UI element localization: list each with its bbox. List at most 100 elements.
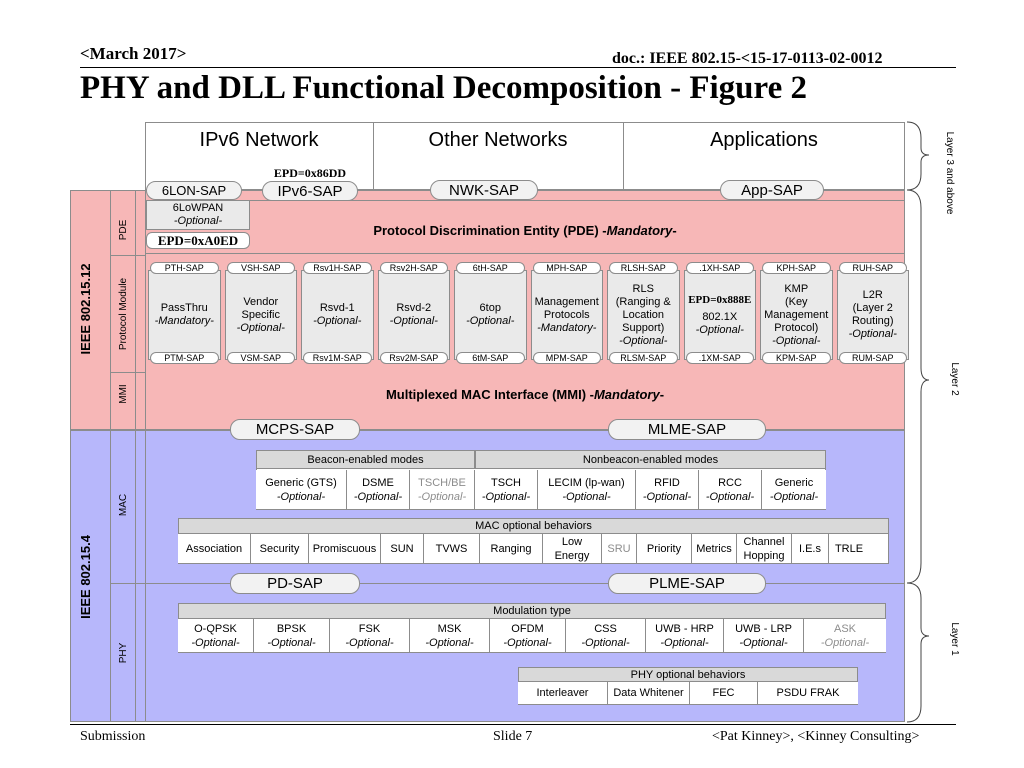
module-label-line: Protocol) bbox=[774, 321, 819, 334]
module-label-line: Management bbox=[534, 295, 599, 308]
mmi-mandatory: Mandatory bbox=[593, 386, 660, 402]
module-bottom-sap: Rsv2M-SAP bbox=[379, 352, 448, 364]
ieee-802-15-12-label: IEEE 802.15.12 bbox=[77, 263, 93, 355]
mode-name: LECIM (lp-wan) bbox=[548, 476, 625, 489]
modulation-name: O-QPSK bbox=[194, 622, 237, 635]
module-label-line: Routing) bbox=[851, 315, 894, 327]
modulation-optional: -Optional- bbox=[660, 636, 709, 649]
module-bottom-sap: PTM-SAP bbox=[150, 352, 219, 364]
pde-side-label: PDE bbox=[117, 219, 129, 241]
modulation-optional: -Optional- bbox=[581, 636, 630, 649]
module-optional-label: -Optional- bbox=[695, 323, 744, 336]
epd-pde-badge: EPD=0xA0ED bbox=[146, 232, 250, 249]
module-top-sap: Rsv2H-SAP bbox=[379, 262, 448, 274]
app-sap: App-SAP bbox=[720, 180, 824, 200]
pde-box bbox=[146, 200, 904, 254]
modulation-name: UWB - HRP bbox=[655, 622, 714, 635]
divider bbox=[373, 122, 374, 190]
footer-slide-number: Slide 7 bbox=[493, 729, 533, 744]
phy-behavior-cell: FEC bbox=[690, 682, 758, 704]
mode-cell: RFID-Optional- bbox=[636, 470, 699, 509]
module-bottom-sap: VSM-SAP bbox=[226, 352, 295, 364]
divider bbox=[110, 190, 111, 722]
mac-behavior-label: SUN bbox=[390, 542, 414, 555]
module-optional-label: -Mandatory- bbox=[537, 321, 597, 334]
phy-behavior-cell: PSDU FRAK bbox=[758, 682, 858, 704]
mac-behavior-label: Low Energy bbox=[554, 535, 590, 562]
module-top-sap: 6tH-SAP bbox=[456, 262, 525, 274]
module-label-line: Specific bbox=[241, 308, 281, 321]
modulation-name: ASK bbox=[833, 622, 856, 635]
module-bottom-sap: RLSM-SAP bbox=[609, 352, 678, 364]
mac-behavior-cell: Security bbox=[251, 534, 309, 563]
module-bottom-sap: 6tM-SAP bbox=[456, 352, 525, 364]
layer3-label: Layer 3 and above bbox=[944, 131, 956, 215]
ieee-802-15-4-label: IEEE 802.15.4 bbox=[77, 535, 93, 619]
layer1-label: Layer 1 bbox=[949, 622, 961, 656]
mode-name: RCC bbox=[718, 476, 742, 489]
modulation-optional: -Optional- bbox=[820, 636, 870, 649]
module-label-line: KMP bbox=[784, 282, 809, 295]
mac-behavior-label: TRLE bbox=[834, 542, 864, 555]
mac-behavior-cell: Channel Hopping bbox=[737, 534, 792, 563]
modulation-cell: O-QPSK-Optional- bbox=[178, 619, 254, 652]
module-top-sap: VSH-SAP bbox=[226, 262, 295, 274]
6lowpan-optional: -Optional- bbox=[173, 215, 223, 227]
mac-behavior-label: Promiscuous bbox=[312, 542, 377, 555]
mac-behavior-label: Ranging bbox=[490, 542, 532, 555]
phy-behavior-label: FEC bbox=[712, 687, 735, 699]
mcps-sap: MCPS-SAP bbox=[230, 419, 360, 440]
mode-cell: Generic-Optional- bbox=[762, 470, 826, 509]
divider bbox=[110, 583, 905, 584]
module-optional-label: -Optional- bbox=[466, 315, 515, 327]
module-optional-label: -Optional- bbox=[389, 315, 438, 327]
module-label-line: Protocols bbox=[543, 308, 590, 321]
modulation-name: UWB - LRP bbox=[735, 622, 792, 635]
mode-optional: -Optional- bbox=[642, 490, 692, 503]
nonbeacon-enabled-heading: Nonbeacon-enabled modes bbox=[475, 450, 826, 469]
protocol-module: Rsvd-1-Optional- bbox=[301, 270, 374, 360]
module-top-sap: PTH-SAP bbox=[150, 262, 219, 274]
modulation-optional: -Optional- bbox=[191, 636, 240, 649]
mac-behavior-cell: Metrics bbox=[692, 534, 737, 563]
modulation-cell: ASK-Optional- bbox=[804, 619, 886, 652]
modulation-cell: MSK-Optional- bbox=[410, 619, 490, 652]
module-label-line: Rsvd-2 bbox=[396, 302, 432, 314]
other-networks-heading: Other Networks bbox=[428, 128, 568, 151]
mmi-text-end: - bbox=[659, 386, 665, 402]
modulation-cell: UWB - LRP-Optional- bbox=[724, 619, 804, 652]
protocol-module-side-label: Protocol Module bbox=[117, 277, 129, 351]
mac-behavior-label: TVWS bbox=[435, 542, 468, 555]
module-epd-label: EPD=0x888E bbox=[688, 293, 752, 306]
slide-title: PHY and DLL Functional Decomposition - F… bbox=[80, 70, 807, 106]
pde-label: Protocol Discrimination Entity (PDE) -Ma… bbox=[250, 220, 800, 240]
header-divider bbox=[80, 67, 956, 68]
modulation-cell: FSK-Optional- bbox=[330, 619, 410, 652]
mode-name: TSCH/BE bbox=[418, 476, 466, 489]
divider bbox=[145, 122, 146, 722]
protocol-module: Rsvd-2-Optional- bbox=[377, 270, 450, 360]
module-label-line: (Ranging & bbox=[615, 295, 671, 308]
mode-optional: -Optional- bbox=[769, 490, 819, 503]
mac-optional-heading: MAC optional behaviors bbox=[178, 518, 889, 534]
mac-behavior-label: Metrics bbox=[696, 542, 732, 555]
mmi-label: Multiplexed MAC Interface (MMI) -Mandato… bbox=[250, 383, 800, 405]
divider bbox=[623, 122, 624, 190]
module-top-sap: MPH-SAP bbox=[532, 262, 601, 274]
applications-heading: Applications bbox=[710, 128, 818, 151]
mode-optional: -Optional- bbox=[353, 490, 403, 503]
mac-behavior-label: Channel Hopping bbox=[743, 535, 785, 562]
module-optional-label: -Mandatory- bbox=[154, 315, 214, 327]
mode-optional: -Optional- bbox=[562, 490, 611, 503]
mode-cell: TSCH/BE-Optional- bbox=[410, 470, 475, 509]
module-top-sap: Rsv1H-SAP bbox=[303, 262, 372, 274]
mac-behavior-cell: SUN bbox=[381, 534, 424, 563]
header-doc-number: doc.: IEEE 802.15-<15-17-0113-02-0012 bbox=[612, 50, 883, 67]
mac-side-label: MAC bbox=[117, 493, 129, 517]
module-top-sap: RUH-SAP bbox=[838, 262, 907, 274]
pde-text: Protocol Discrimination Entity (PDE) - bbox=[373, 222, 607, 238]
